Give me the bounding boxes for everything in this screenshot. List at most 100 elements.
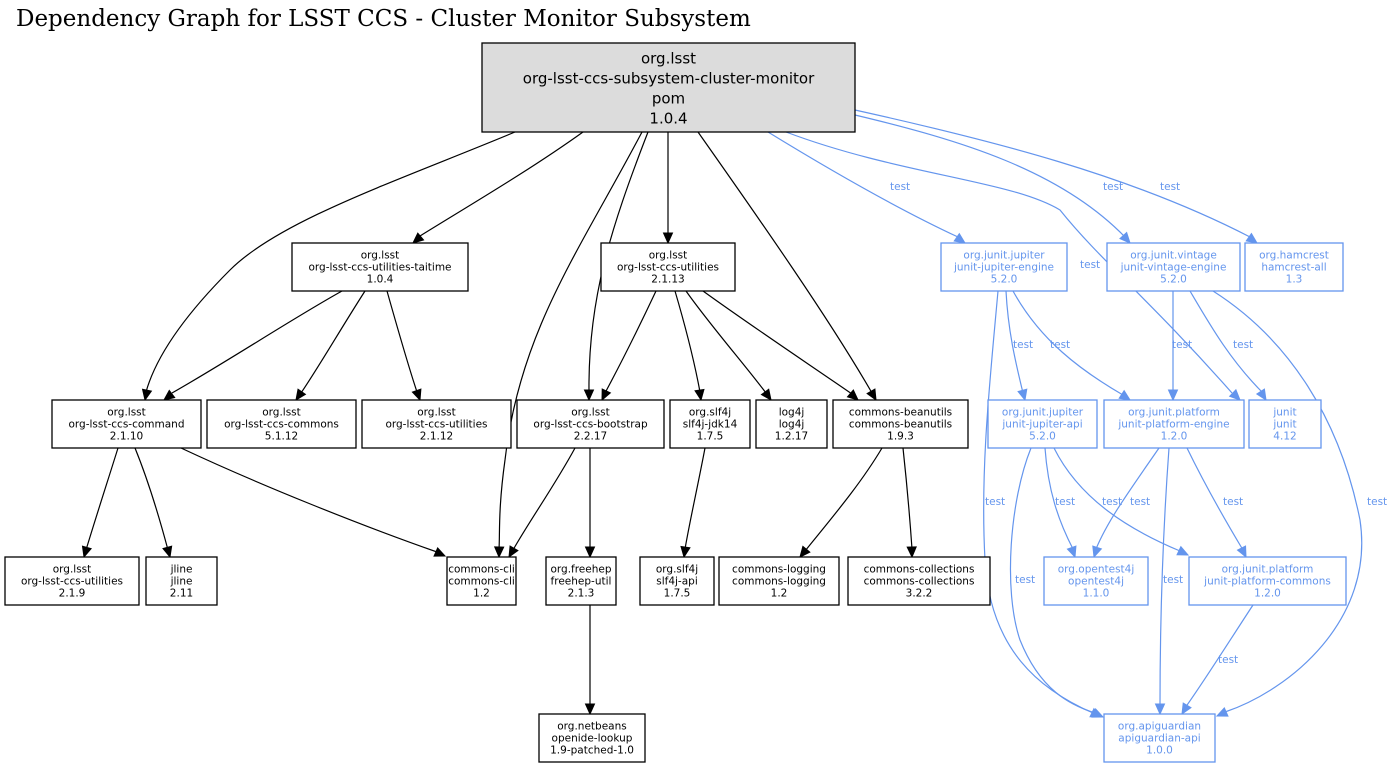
node-box[interactable] — [1106, 242, 1241, 292]
edge-platform-engine-to-apiguardian: test — [1154, 447, 1183, 716]
node-group-id: org.junit.platform — [1222, 564, 1314, 576]
edge-platform-engine-to-opentest4j: test — [1092, 447, 1160, 559]
arrowhead — [162, 545, 173, 559]
node-version: 1.2.0 — [1254, 588, 1281, 600]
node-version: 1.2 — [473, 588, 490, 600]
node-vintage-engine[interactable]: org.junit.vintagejunit-vintage-engine5.2… — [1106, 242, 1241, 292]
arrowhead — [799, 545, 811, 558]
arrowhead — [1245, 232, 1258, 244]
node-box[interactable] — [987, 399, 1098, 449]
node-box[interactable] — [669, 399, 751, 449]
arrowhead — [1167, 389, 1179, 402]
edge-jupiter-engine-to-jupiter-api: test — [1005, 290, 1033, 402]
arrowhead — [81, 545, 93, 559]
node-box[interactable] — [4, 556, 140, 606]
edge-root-to-beanutils — [697, 131, 877, 402]
node-jupiter-engine[interactable]: org.junit.jupiterjunit-jupiter-engine5.2… — [940, 242, 1068, 292]
node-box[interactable] — [206, 399, 357, 449]
edge-vintage-engine-to-apiguardian: test — [1212, 290, 1387, 717]
edge-line — [85, 447, 119, 551]
edge-line — [854, 109, 1251, 238]
node-box[interactable] — [291, 242, 469, 292]
node-box[interactable] — [718, 556, 840, 606]
arrowhead — [680, 545, 691, 559]
node-group-id: org.apiguardian — [1118, 721, 1201, 733]
node-commons-collections[interactable]: commons-collectionscommons-collections3.… — [847, 556, 991, 606]
node-box[interactable] — [538, 713, 646, 763]
arrowhead — [1215, 706, 1229, 717]
node-openide[interactable]: org.netbeansopenide-lookup1.9-patched-1.… — [538, 713, 646, 763]
node-box[interactable] — [940, 242, 1068, 292]
node-box[interactable] — [600, 242, 736, 292]
arrowhead — [584, 546, 596, 559]
node-artifact-id: jline — [170, 576, 193, 588]
node-artifact-id: freehep-util — [551, 576, 612, 588]
edge-utilities2113-to-beanutils — [702, 290, 859, 401]
arrowhead — [1176, 545, 1190, 556]
node-group-id: org.junit.jupiter — [1002, 407, 1084, 419]
node-box[interactable] — [481, 42, 856, 133]
arrowhead — [584, 703, 596, 716]
node-version: 3.2.2 — [906, 588, 933, 600]
edge-beanutils-to-commons-logging — [799, 447, 883, 558]
node-box[interactable] — [755, 399, 828, 449]
node-group-id: commons-beanutils — [849, 407, 952, 419]
node-box[interactable] — [145, 556, 218, 606]
node-box[interactable] — [545, 556, 617, 606]
node-box[interactable] — [1103, 399, 1245, 449]
node-root[interactable]: org.lsstorg-lsst-ccs-subsystem-cluster-m… — [481, 42, 856, 133]
edge-taitime-to-command — [163, 290, 343, 401]
node-box[interactable] — [361, 399, 512, 449]
node-box[interactable] — [1188, 556, 1347, 606]
edge-line — [419, 131, 584, 237]
node-box[interactable] — [1244, 242, 1344, 292]
node-artifact-id: log4j — [779, 419, 805, 431]
node-box[interactable] — [1043, 556, 1149, 606]
node-box[interactable] — [1248, 399, 1322, 449]
node-platform-commons[interactable]: org.junit.platformjunit-platform-commons… — [1188, 556, 1347, 606]
node-version: 1.0.4 — [649, 110, 687, 128]
node-version: 1.0.4 — [367, 274, 394, 286]
node-box[interactable] — [832, 399, 969, 449]
node-artifact-id: org-lsst-ccs-utilities-taitime — [308, 262, 451, 274]
arrowhead — [662, 232, 674, 245]
node-version: 2.2.17 — [574, 431, 607, 443]
node-box[interactable] — [51, 399, 202, 449]
node-box[interactable] — [516, 399, 665, 449]
arrowhead — [846, 389, 859, 401]
node-box[interactable] — [847, 556, 991, 606]
edge-platform-commons-to-apiguardian: test — [1181, 604, 1254, 716]
node-artifact-id: junit — [1272, 419, 1296, 431]
edge-line — [386, 290, 418, 393]
arrowhead — [953, 232, 967, 244]
node-box[interactable] — [446, 556, 517, 606]
node-version: 1.1.0 — [1083, 588, 1110, 600]
node-box[interactable] — [1103, 713, 1216, 763]
edge-line — [1095, 447, 1160, 550]
edge-label: test — [1233, 339, 1253, 351]
node-taitime[interactable]: org.lsstorg-lsst-ccs-utilities-taitime1.… — [291, 242, 469, 292]
node-box[interactable] — [639, 556, 715, 606]
arrowhead — [866, 388, 877, 402]
node-platform-engine[interactable]: org.junit.platformjunit-platform-engine1… — [1103, 399, 1245, 449]
